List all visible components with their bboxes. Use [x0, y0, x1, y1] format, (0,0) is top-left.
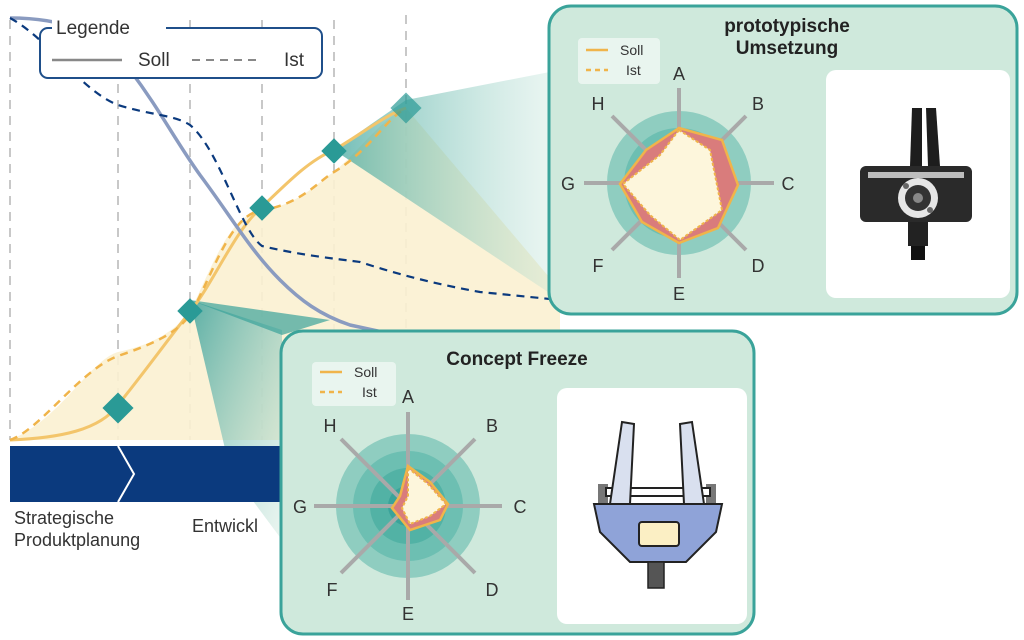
beam-bottom-fill [190, 300, 330, 335]
panel-concept-freeze: Concept Freeze Soll Ist [279, 329, 756, 636]
phase-bar [10, 445, 310, 503]
legend-box: Legende Soll Ist [39, 17, 323, 79]
radar-bottom-axis-f: F [327, 580, 338, 600]
legend-title: Legende [56, 18, 130, 39]
radar-bottom-axis-a: A [402, 387, 414, 407]
panel-top-legend-soll: Soll [620, 42, 643, 58]
radar-bottom-axis-d: D [486, 580, 499, 600]
radar-bottom-axis-c: C [514, 497, 527, 517]
radar-bottom-axis-h: H [324, 416, 337, 436]
radar-bottom-axis-b: B [486, 416, 498, 436]
beam-top [334, 70, 560, 300]
phase-label-1-line1: Strategische [14, 508, 114, 528]
legend-soll-label: Soll [138, 50, 170, 71]
gripper-photo-icon [826, 70, 1010, 298]
radar-top-axis-f: F [593, 256, 604, 276]
diamond-icon [321, 138, 347, 164]
panel-bottom-legend: Soll Ist [312, 362, 396, 406]
radar-bottom-axis-e: E [402, 604, 414, 624]
panel-top-legend-ist: Ist [626, 62, 641, 78]
radar-top-axis-b: B [752, 94, 764, 114]
ist-curve [9, 106, 407, 442]
phase-label-1: Strategische Produktplanung [14, 508, 140, 550]
radar-bottom-axis-g: G [293, 497, 307, 517]
phase-label-1-line2: Produktplanung [14, 530, 140, 550]
panel-bottom-legend-ist: Ist [362, 384, 377, 400]
legend-ist-label: Ist [284, 50, 305, 71]
radar-top-axis-d: D [752, 256, 765, 276]
panel-bottom-legend-soll: Soll [354, 364, 377, 380]
radar-top: A B C D E F G H [561, 64, 795, 304]
radar-bottom-ist [400, 465, 448, 526]
diamond-icon [390, 92, 422, 124]
radar-top-axis-h: H [592, 94, 605, 114]
panel-bottom-title: Concept Freeze [446, 349, 587, 370]
ist-line-navy [9, 17, 561, 302]
radar-top-axis-a: A [673, 64, 685, 84]
diamond-icon [102, 392, 134, 424]
panel-prototypische-umsetzung: prototypische Umsetzung Soll Ist [547, 4, 1019, 316]
panel-top-legend: Soll Ist [578, 38, 660, 84]
radar-top-axis-e: E [673, 284, 685, 304]
radar-bottom: A B C D E F G H [293, 387, 527, 624]
radar-top-axis-g: G [561, 174, 575, 194]
gripper-schematic-icon [557, 388, 747, 624]
diamond-icon [177, 298, 203, 324]
radar-top-axis-c: C [782, 174, 795, 194]
phase-label-2: Entwickl [192, 516, 258, 536]
panel-top-title-2: Umsetzung [736, 38, 838, 59]
panel-top-title-1: prototypische [724, 16, 850, 37]
radar-top-ist [621, 128, 724, 242]
